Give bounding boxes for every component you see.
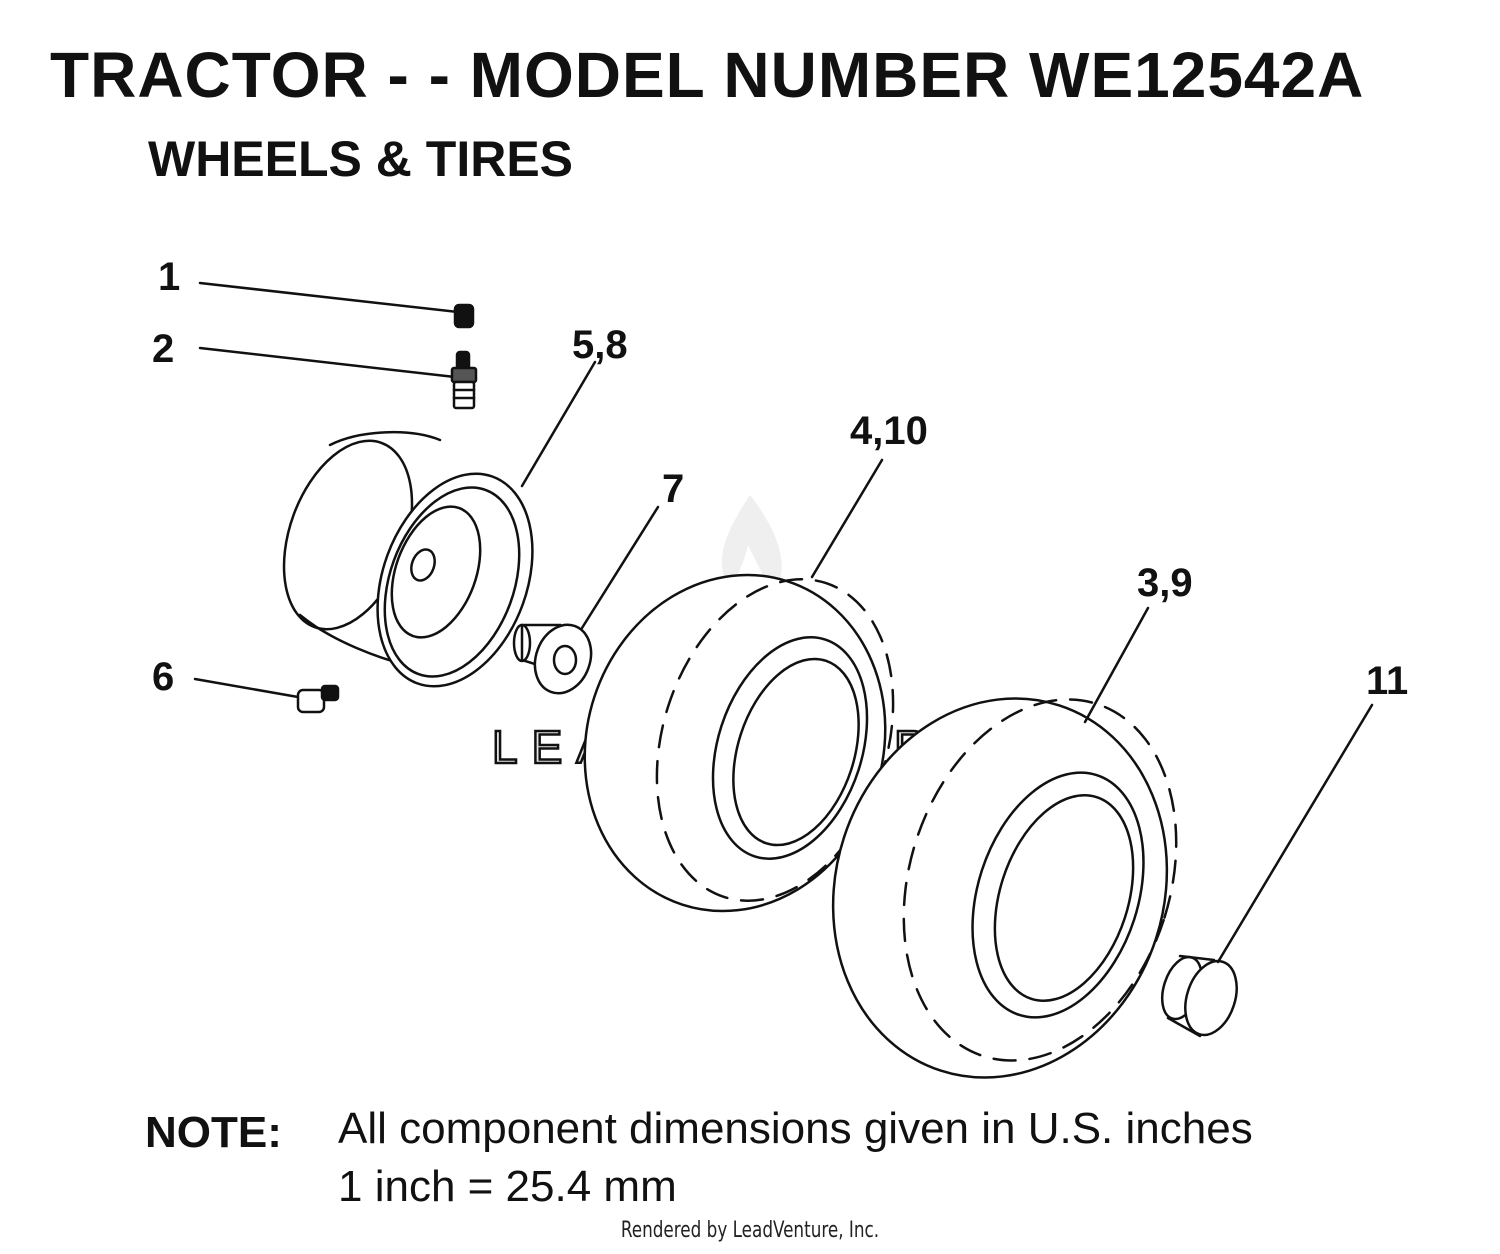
callout-6: 6 xyxy=(152,655,174,699)
callout-1: 1 xyxy=(158,255,180,299)
valve-stem-part xyxy=(198,346,478,410)
front-tire-part xyxy=(583,458,895,913)
rear-tire-part xyxy=(831,606,1178,1079)
callout-4-10: 4,10 xyxy=(850,409,928,453)
section-subtitle: WHEELS & TIRES xyxy=(148,131,574,187)
callout-5-8: 5,8 xyxy=(572,323,628,367)
note-line-2: 1 inch = 25.4 mm xyxy=(338,1162,677,1211)
callout-3-9: 3,9 xyxy=(1137,561,1193,605)
callout-7: 7 xyxy=(662,467,684,511)
wheel-rim-part xyxy=(282,360,597,688)
page-title: TRACTOR - - MODEL NUMBER WE12542A xyxy=(50,39,1365,111)
callout-11: 11 xyxy=(1366,659,1408,703)
note-line-1: All component dimensions given in U.S. i… xyxy=(338,1104,1253,1153)
footer-credit: Rendered by LeadVenture, Inc. xyxy=(620,1218,880,1243)
grease-fitting-part xyxy=(193,677,340,714)
note-label: NOTE: xyxy=(145,1108,282,1157)
valve-cap-part xyxy=(198,281,475,329)
bushing-part xyxy=(512,505,660,695)
callout-2: 2 xyxy=(152,327,174,371)
hub-cap-part xyxy=(1160,703,1374,1038)
